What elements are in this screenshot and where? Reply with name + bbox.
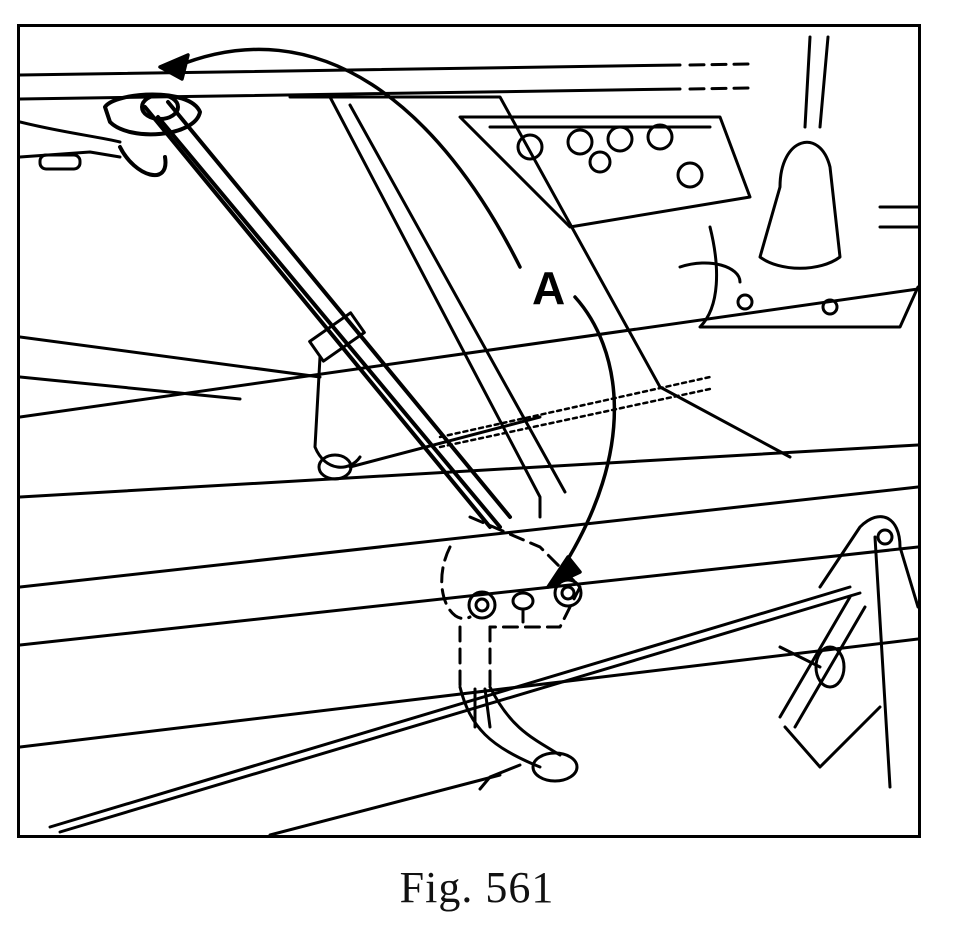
battery-and-engine [288,35,918,519]
bolt-plate [467,578,583,624]
chassis-rails [20,287,918,749]
operating-rod [103,92,512,529]
callout-label-a: A [532,262,566,314]
lower-lever [458,685,579,791]
rod-clamp [308,311,542,481]
figure-caption: Fig. 561 [399,863,555,912]
figure-frame: A [17,24,921,838]
right-bell-crank [778,515,918,789]
left-linkage [20,120,122,171]
mechanical-illustration [20,35,918,835]
hidden-line [438,375,712,449]
arrow-a-lower [546,295,617,589]
arrow-a-upper [158,47,522,269]
lower-rod [48,585,862,835]
